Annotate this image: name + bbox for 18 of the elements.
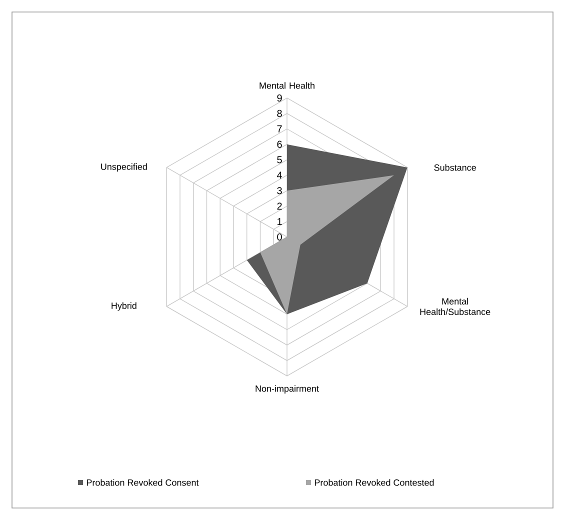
tick-label: 3 [277, 187, 282, 194]
axis-label: Non-impairment [256, 385, 319, 394]
tick-label: 7 [277, 125, 282, 132]
axis-label: Substance [434, 164, 476, 171]
tick-label: 4 [276, 172, 282, 179]
axis-label: Mental Health/Substance [420, 298, 490, 316]
tick-label: 9 [277, 94, 282, 102]
axis-label: Unspecified [101, 163, 147, 172]
legend-label: Probation Revoked Consent [86, 479, 199, 486]
axis-label: Hybrid [112, 302, 136, 311]
tick-label: 0 [277, 233, 282, 241]
tick-label: 1 [278, 218, 282, 225]
tick-label: 6 [277, 140, 282, 148]
tick-label: 5 [277, 156, 282, 164]
tick-label: 2 [277, 202, 282, 210]
legend-label: Probation Revoked Contested [314, 479, 434, 486]
axis-label: Mental Health [260, 82, 314, 89]
tick-label: 8 [277, 110, 282, 117]
